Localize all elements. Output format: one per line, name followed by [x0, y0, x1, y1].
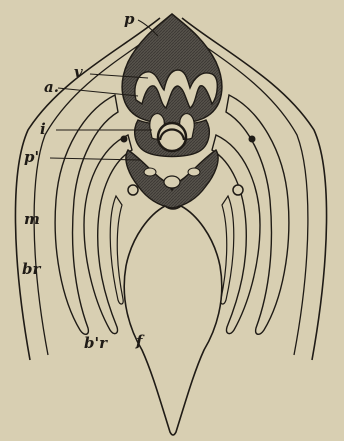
dot-right — [249, 136, 256, 143]
label-p: p — [124, 10, 135, 28]
plate-hole-center — [164, 176, 180, 188]
dot-left — [121, 136, 128, 143]
label-v: v — [74, 63, 83, 81]
label-a: a. — [44, 78, 59, 96]
gill-arch-right-1 — [226, 95, 289, 334]
label-br-prime: b'r — [84, 334, 108, 352]
gill-arch-left-1 — [55, 95, 118, 334]
head-tissue — [122, 14, 222, 124]
label-p-prime: p' — [24, 148, 39, 166]
gill-arch-left-3 — [110, 196, 123, 304]
gill-arch-right-3 — [221, 196, 234, 304]
label-i: i — [40, 120, 46, 138]
ring-right — [233, 185, 243, 195]
plate-hole-right — [188, 168, 200, 176]
label-m: m — [24, 210, 40, 228]
foot-body — [124, 206, 222, 435]
plate-hole-left — [144, 168, 156, 176]
notochord — [158, 123, 186, 151]
label-br: br — [22, 260, 41, 278]
ring-left — [128, 185, 138, 195]
